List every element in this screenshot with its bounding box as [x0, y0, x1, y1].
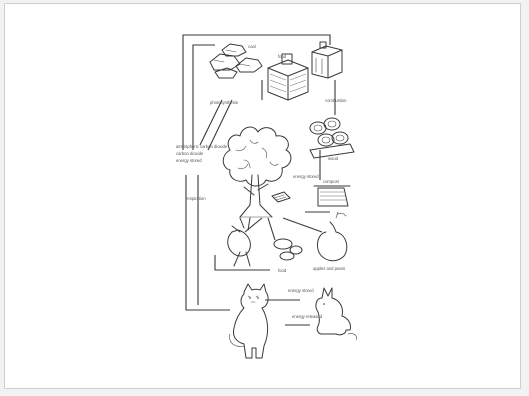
label-energy-stored: energy stored	[176, 158, 202, 163]
label-energy-stored-animal: energy stored	[288, 288, 314, 293]
label-compost: compost	[323, 179, 340, 184]
factory-illustration	[312, 42, 342, 78]
vegetables-illustration	[228, 218, 251, 266]
tree-illustration	[223, 127, 291, 217]
label-apples-pears: apples and pears	[313, 266, 345, 271]
label-respiration: respiration	[186, 196, 206, 201]
coal-lumps-illustration	[210, 44, 262, 78]
label-food: food	[278, 268, 287, 273]
label-energy-released: energy released	[292, 314, 323, 319]
food-store-stack-illustration	[268, 54, 308, 100]
wood-logs-illustration	[310, 118, 354, 158]
label-atmosphere: atmospheric carbon dioxide	[176, 144, 228, 149]
label-coal: coal	[248, 44, 256, 49]
food-items-illustration	[274, 239, 302, 260]
label-food-store: food	[278, 54, 287, 59]
label-photosynthesis: photosynthesis	[210, 100, 238, 105]
apples-pears-illustration	[317, 212, 346, 261]
label-combustion: combustion	[325, 98, 347, 103]
label-energy-stored-plant: energy stored	[293, 174, 319, 179]
compost-bin-illustration	[314, 186, 350, 206]
label-wood: wood	[328, 156, 339, 161]
cycle-lines	[183, 35, 335, 325]
cat-illustration	[230, 284, 268, 358]
garden-tools-illustration	[272, 192, 290, 202]
label-carbon-dioxide: carbon dioxide	[176, 151, 204, 156]
